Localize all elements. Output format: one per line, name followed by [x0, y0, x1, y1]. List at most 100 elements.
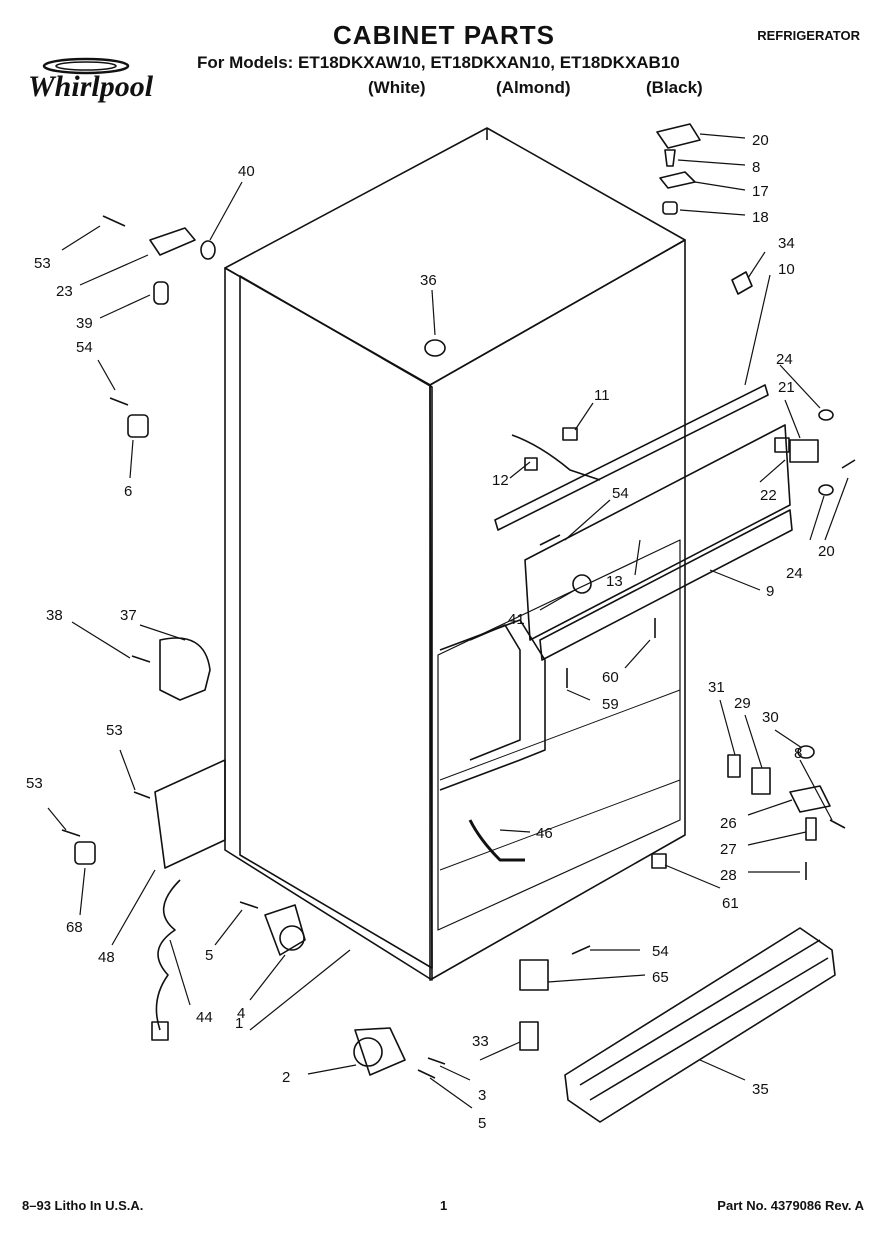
screw-5-low — [417, 1069, 436, 1079]
callout-59: 59 — [602, 696, 619, 713]
screw-3 — [427, 1057, 446, 1065]
callout-18: 18 — [752, 209, 769, 226]
spacer-29 — [751, 767, 771, 795]
bracket-21 — [789, 439, 819, 463]
footer-part-number: Part No. 4379086 Rev. A — [717, 1198, 864, 1213]
callout-12: 12 — [492, 472, 509, 489]
callout-40: 40 — [238, 163, 255, 180]
screw-53-top — [102, 215, 126, 227]
callout-5-low: 5 — [478, 1115, 486, 1132]
callout-23: 23 — [56, 283, 73, 300]
callout-44: 44 — [196, 1009, 213, 1026]
hinge-cover-19 — [656, 123, 701, 149]
callout-8a: 8 — [752, 159, 760, 176]
callout-33: 33 — [472, 1033, 489, 1050]
cabinet-body — [224, 127, 686, 981]
callout-34: 34 — [778, 235, 795, 252]
callout-17: 17 — [752, 183, 769, 200]
callout-29: 29 — [734, 695, 751, 712]
callout-13: 13 — [606, 573, 623, 590]
page-title: CABINET PARTS — [333, 20, 555, 50]
callout-53-low: 53 — [26, 775, 43, 792]
hinge-17 — [659, 171, 696, 189]
screw-54-mid — [539, 534, 561, 546]
washer-24-top — [818, 409, 834, 421]
screw-5-top — [239, 901, 259, 909]
footer-page-number: 1 — [440, 1198, 448, 1213]
bushing-39 — [153, 281, 169, 305]
callout-8b: 8 — [794, 745, 802, 762]
color-almond: (Almond) — [496, 78, 571, 97]
hinge-6 — [127, 414, 149, 438]
washer-30 — [797, 745, 815, 759]
clip-33 — [519, 1021, 539, 1051]
roller-4 — [264, 904, 306, 956]
callout-21: 21 — [778, 379, 795, 396]
leader-lines — [47, 133, 849, 1109]
bracket-23 — [149, 227, 196, 256]
cord-44 — [151, 879, 181, 1041]
plug-34 — [731, 271, 753, 295]
callout-2: 2 — [282, 1069, 290, 1086]
callout-27: 27 — [720, 841, 737, 858]
callout-20: 20 — [818, 543, 835, 560]
screw-53-mid — [133, 791, 151, 799]
screw-8-top — [664, 149, 676, 167]
callout-6: 6 — [124, 483, 132, 500]
category-label: REFRIGERATOR — [757, 28, 860, 43]
callout-41: 41 — [508, 611, 525, 628]
callout-22: 22 — [760, 487, 777, 504]
screw-53-low — [61, 829, 81, 837]
callout-65: 65 — [652, 969, 669, 986]
callout-9: 9 — [766, 583, 774, 600]
callout-30: 30 — [762, 709, 779, 726]
models-line: For Models: ET18DKXAW10, ET18DKXAN10, ET… — [197, 53, 680, 72]
callout-19: 20 — [752, 132, 769, 149]
callout-60: 60 — [602, 669, 619, 686]
callout-10: 10 — [778, 261, 795, 278]
callout-48: 48 — [98, 949, 115, 966]
callout-61: 61 — [722, 895, 739, 912]
callout-54-mid: 54 — [612, 485, 629, 502]
bracket-65 — [519, 959, 549, 991]
callout-3: 3 — [478, 1087, 486, 1104]
cap-36 — [424, 339, 446, 357]
roller-2 — [353, 1027, 406, 1076]
washer-40 — [200, 240, 216, 260]
callout-53-top: 53 — [34, 255, 51, 272]
pin-27 — [805, 817, 817, 841]
callout-24b: 24 — [786, 565, 803, 582]
clip-11 — [562, 427, 578, 441]
callout-11: 11 — [594, 387, 610, 404]
callout-4: 4 — [237, 1005, 245, 1022]
brand-name: Whirlpool — [28, 70, 154, 103]
screw-54-low — [571, 945, 591, 955]
callout-68: 68 — [66, 919, 83, 936]
callout-35: 35 — [752, 1081, 769, 1098]
callout-53-mid: 53 — [106, 722, 123, 739]
bracket-37 — [159, 637, 211, 701]
callout-54-left: 54 — [76, 339, 93, 356]
hinge-26 — [789, 785, 831, 813]
spacer-18 — [662, 201, 678, 215]
rail-10 — [494, 384, 769, 531]
color-white: (White) — [368, 78, 426, 97]
screw-20 — [841, 459, 856, 469]
callout-54-low: 54 — [652, 943, 669, 960]
callout-37: 37 — [120, 607, 137, 624]
toe-grille-35 — [564, 927, 836, 1123]
callout-1: 1 — [235, 1015, 243, 1032]
wire-harness-12 — [511, 434, 601, 481]
callout-26: 26 — [720, 815, 737, 832]
screw-38 — [131, 655, 151, 663]
screw-8-low — [829, 819, 846, 829]
brand-logo: Whirlpool — [28, 57, 154, 103]
callout-labels: 20 8 17 18 34 10 11 12 54 13 9 41 60 59 … — [26, 132, 835, 1132]
callout-31: 31 — [708, 679, 725, 696]
hinge-68 — [74, 841, 96, 865]
washer-24-low — [818, 484, 834, 496]
callout-36: 36 — [420, 272, 437, 289]
callout-38: 38 — [46, 607, 63, 624]
callout-28: 28 — [720, 867, 737, 884]
